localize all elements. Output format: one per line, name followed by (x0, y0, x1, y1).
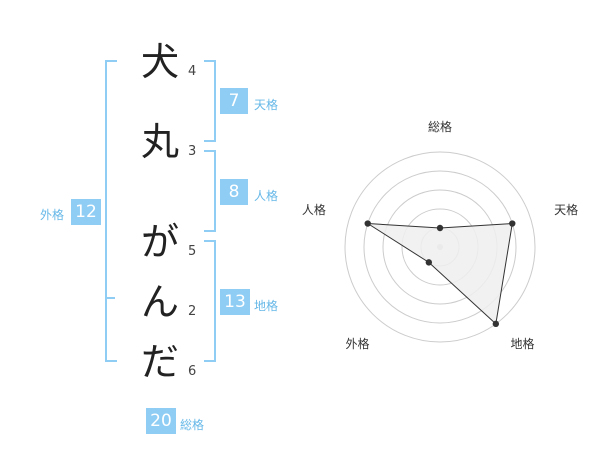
stroke-count-5: 6 (188, 364, 197, 379)
radar-point-2 (492, 320, 500, 328)
name-char-1: 犬 (141, 40, 180, 84)
chikaku-label: 地格 (254, 299, 279, 313)
name-char-3: が (141, 220, 180, 264)
radar-axis-label-1: 天格 (554, 202, 578, 217)
name-char-4: ん (141, 280, 180, 324)
radar-axis-label-0: 総格 (428, 119, 452, 134)
jinkaku-bracket (204, 150, 216, 232)
jinkaku-label: 人格 (254, 189, 279, 203)
radar-ring-5 (344, 151, 536, 343)
radar-area (367, 222, 513, 325)
gaikaku-badge: 12 (71, 199, 101, 225)
radar-ring-4 (363, 170, 517, 324)
radar-point-1 (509, 220, 516, 227)
radar-axis-label-2: 地格 (511, 336, 535, 351)
gaikaku-bracket-divider (105, 297, 115, 299)
name-char-5: だ (141, 340, 180, 384)
radar-point-0 (436, 224, 444, 232)
stroke-count-1: 4 (188, 64, 197, 79)
name-char-2: 丸 (141, 120, 180, 164)
chikaku-badge: 13 (220, 289, 250, 315)
soukaku-label: 総格 (180, 418, 205, 432)
radar-axis-label-3: 外格 (345, 336, 369, 351)
stroke-count-2: 3 (188, 144, 197, 159)
radar-point-4 (364, 220, 371, 227)
chikaku-bracket (204, 240, 216, 362)
radar-point-3 (425, 259, 433, 266)
gaikaku-bracket (105, 60, 117, 362)
soukaku-badge: 20 (146, 408, 176, 434)
tenkaku-bracket (204, 60, 216, 142)
tenkaku-badge: 7 (220, 88, 248, 114)
jinkaku-badge: 8 (220, 179, 248, 205)
tenkaku-label: 天格 (254, 98, 279, 112)
stroke-count-3: 5 (188, 244, 197, 259)
radar-axis-label-4: 人格 (302, 202, 326, 217)
gaikaku-label: 外格 (40, 208, 65, 222)
stroke-count-4: 2 (188, 304, 197, 319)
